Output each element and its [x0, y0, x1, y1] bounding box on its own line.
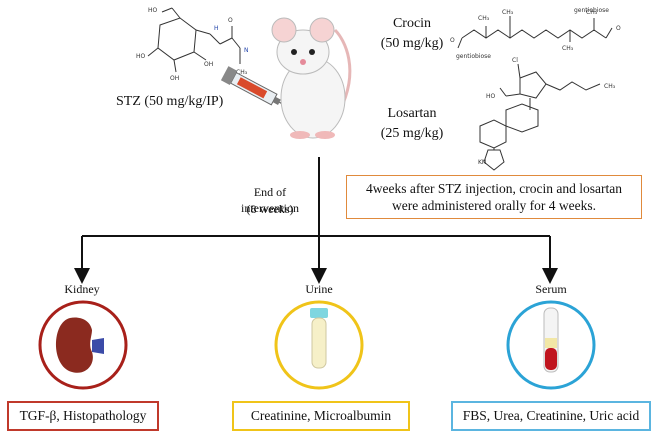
crocin-dose: (50 mg/kg)	[380, 36, 444, 51]
losartan-dose: (25 mg/kg)	[380, 126, 444, 141]
svg-text:O: O	[616, 25, 621, 32]
svg-text:CH₃: CH₃	[236, 69, 248, 76]
crocin-ch3-label: CH₃	[562, 45, 574, 52]
flow-arrows	[74, 157, 558, 284]
intervention-line-1: End of intervention	[241, 185, 299, 215]
crocin-ch3-label: CH₃	[586, 9, 598, 16]
protocol-note-box: 4weeks after STZ injection, crocin and l…	[346, 175, 642, 219]
stz-dose-label: STZ (50 mg/kg/IP)	[116, 94, 224, 109]
svg-text:N: N	[244, 47, 249, 54]
losartan-ho-label: HO	[486, 93, 496, 100]
crocin-name: Crocin	[392, 16, 432, 31]
crocin-ch3-label: CH₃	[478, 15, 490, 22]
crocin-molecule	[457, 16, 613, 49]
serum-tube-icon	[506, 300, 596, 390]
losartan-molecule	[479, 63, 601, 171]
tests-box-urine: Creatinine, Microalbumin	[232, 401, 410, 431]
tests-box-kidney: TGF-β, Histopathology	[7, 401, 159, 431]
kidney-icon	[38, 300, 128, 390]
losartan-name: Losartan	[387, 106, 437, 121]
losartan-cl-label: Cl	[512, 57, 518, 64]
syringe-icon	[220, 66, 294, 111]
crocin-gentiobiose-label: gentiobiose	[574, 7, 609, 14]
losartan-ch3-label: CH₃	[604, 83, 616, 90]
crocin-gentiobiose-label: gentiobiose	[456, 53, 491, 60]
svg-text:O: O	[228, 17, 233, 24]
stz-molecule	[147, 7, 241, 73]
tests-box-serum: FBS, Urea, Creatinine, Uric acid	[451, 401, 651, 431]
sample-label-serum: Serum	[535, 282, 567, 296]
svg-text:HO: HO	[136, 53, 146, 60]
rat-illustration	[271, 17, 352, 139]
svg-text:H: H	[214, 25, 219, 32]
svg-text:OH: OH	[170, 75, 179, 82]
svg-text:OH: OH	[204, 61, 213, 68]
urine-tube-icon	[274, 300, 364, 390]
crocin-ch3-label: CH₃	[502, 9, 514, 16]
sample-label-kidney: Kidney	[64, 282, 100, 296]
sample-label-urine: Urine	[305, 282, 333, 296]
intervention-line-2: (8 weeks)	[246, 202, 294, 216]
stz-ho-label: HO	[148, 7, 158, 14]
svg-text:O: O	[450, 37, 455, 44]
losartan-kn-label: KN	[478, 159, 486, 166]
